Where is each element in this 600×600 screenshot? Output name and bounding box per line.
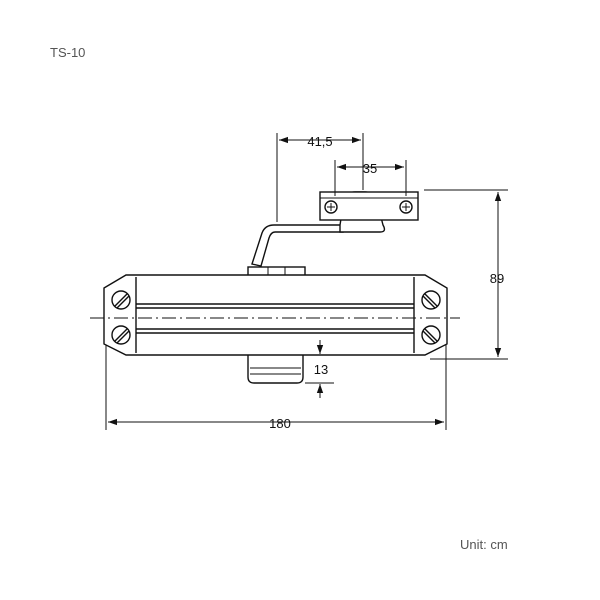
body-screw-top-right-icon xyxy=(421,290,441,310)
body-screw-bottom-left-icon xyxy=(111,325,131,345)
dimension-body-offset: 13 xyxy=(305,340,334,398)
dimension-bracket-hole-spacing: 35 xyxy=(334,160,407,196)
dimension-bracket-hole-spacing-label: 35 xyxy=(363,161,377,176)
body-screw-bottom-right-icon xyxy=(421,325,441,345)
dimension-length: 180 xyxy=(105,345,447,431)
piston-cap xyxy=(247,355,304,384)
dimension-body-offset-label: 13 xyxy=(314,362,328,377)
dimension-height: 89 xyxy=(424,189,508,360)
model-label: TS-10 xyxy=(50,45,86,60)
unit-label: Unit: cm xyxy=(460,537,508,552)
bracket-screw-right-icon xyxy=(399,200,413,214)
dimension-height-label: 89 xyxy=(490,271,504,286)
dimension-arm-offset: 41,5 xyxy=(276,133,364,222)
closer-body xyxy=(103,274,448,356)
body-screw-top-left-icon xyxy=(111,290,131,310)
dimension-length-label: 180 xyxy=(269,416,291,431)
bracket-screw-left-icon xyxy=(324,200,338,214)
dimension-arm-offset-label: 41,5 xyxy=(307,134,332,149)
